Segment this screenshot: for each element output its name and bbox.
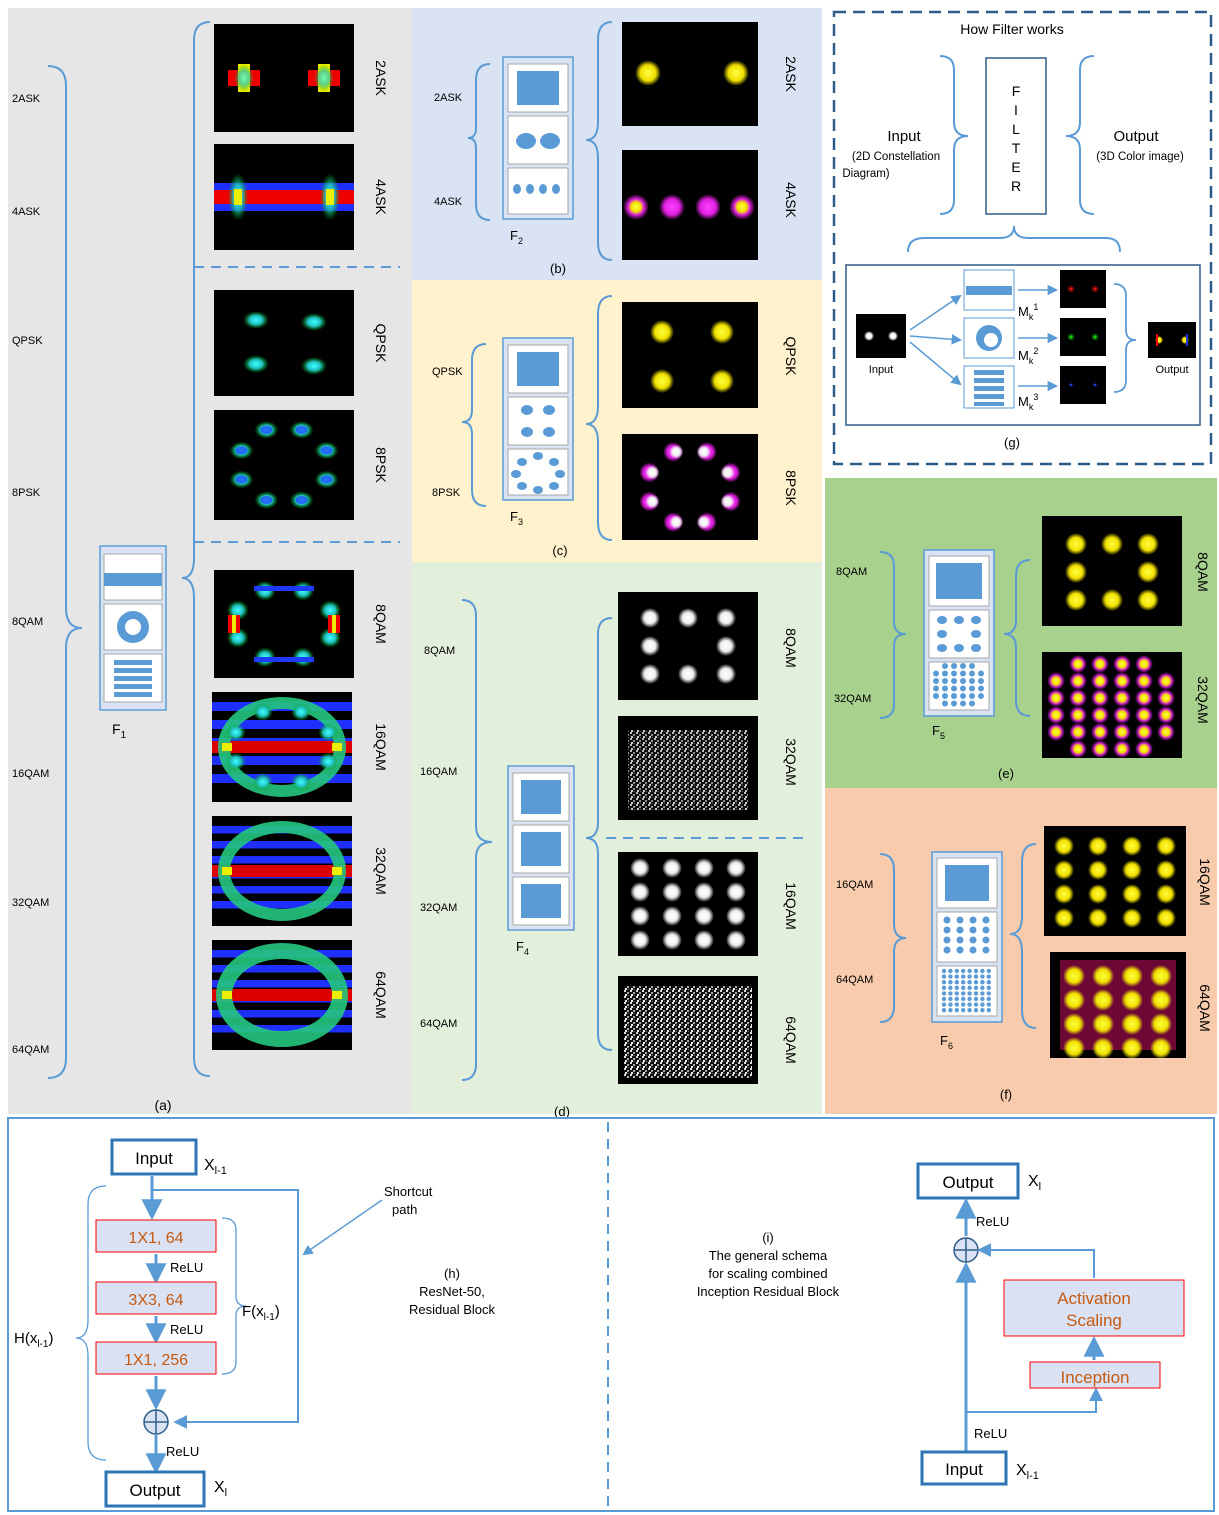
- svg-text:ReLU: ReLU: [166, 1444, 199, 1459]
- svg-text:1X1, 256: 1X1, 256: [124, 1352, 188, 1369]
- panel-a-mod-5: 16QAM: [12, 768, 49, 780]
- svg-text:path: path: [392, 1202, 417, 1217]
- svg-text:Input: Input: [945, 1460, 983, 1479]
- panel-c-imglabel-1: 8PSK: [783, 470, 799, 506]
- panel-a-imglabel-1: 4ASK: [373, 179, 389, 215]
- panel-a-imglabel-0: 2ASK: [373, 60, 389, 96]
- panel-a-imglabel-7: 64QAM: [373, 971, 389, 1018]
- svg-text:Diagram): Diagram): [842, 168, 889, 180]
- panel-b-imglabel-0: 2ASK: [783, 56, 799, 92]
- panel-g-title: How Filter works: [960, 21, 1063, 37]
- svg-text:1X1, 64: 1X1, 64: [128, 1230, 183, 1247]
- panel-f-mod-0: 16QAM: [836, 879, 873, 891]
- panel-a-mod-6: 32QAM: [12, 897, 49, 909]
- svg-text:ReLU: ReLU: [976, 1214, 1009, 1229]
- svg-text:Output: Output: [1155, 364, 1188, 376]
- panel-b-mod-0: 2ASK: [434, 92, 463, 104]
- panel-g-output-label: Output: [1113, 128, 1159, 145]
- panel-b-mod-1: 4ASK: [434, 196, 463, 208]
- panel-g-caption: (g): [1004, 435, 1020, 450]
- panel-g-input-label: Input: [887, 128, 921, 145]
- panel-a-mod-1: 4ASK: [12, 206, 41, 218]
- panel-e-mod-1: 32QAM: [834, 693, 871, 705]
- filter-letter-2: L: [1012, 121, 1020, 137]
- panel-f-imglabel-0: 16QAM: [1197, 858, 1213, 905]
- panel-b-imglabel-1: 4ASK: [783, 182, 799, 218]
- panel-a-imglabel-4: 8QAM: [373, 604, 389, 644]
- panel-f-imglabel-1: 64QAM: [1197, 984, 1213, 1031]
- svg-text:Inception Residual Block: Inception Residual Block: [697, 1284, 840, 1299]
- svg-text:Output: Output: [942, 1173, 993, 1192]
- svg-text:Inception: Inception: [1061, 1368, 1130, 1387]
- svg-text:ReLU: ReLU: [170, 1322, 203, 1337]
- panel-a-mod-0: 2ASK: [12, 93, 41, 105]
- panel-a-imglabel-2: QPSK: [373, 324, 389, 364]
- svg-text:Input: Input: [135, 1149, 173, 1168]
- panel-c-bg: [412, 280, 822, 562]
- panel-b-bg: [412, 8, 822, 280]
- panel-c-imglabel-0: QPSK: [783, 337, 799, 377]
- panel-d-mod-0: 8QAM: [424, 645, 455, 657]
- svg-text:for scaling combined: for scaling combined: [708, 1266, 827, 1281]
- panel-c-caption: (c): [552, 543, 567, 558]
- svg-text:ResNet-50,: ResNet-50,: [419, 1284, 485, 1299]
- panel-e-caption: (e): [998, 766, 1014, 781]
- panel-d-imglabel-3: 64QAM: [783, 1016, 799, 1063]
- panel-d-imglabel-0: 8QAM: [783, 628, 799, 668]
- panel-c-mod-0: QPSK: [432, 366, 463, 378]
- panel-d-caption: (d): [554, 1104, 570, 1119]
- svg-text:Output: Output: [129, 1481, 180, 1500]
- panel-a-mod-4: 8QAM: [12, 616, 43, 628]
- panel-a-caption: (a): [154, 1097, 171, 1113]
- svg-text:Scaling: Scaling: [1066, 1311, 1122, 1330]
- svg-text:3X3, 64: 3X3, 64: [128, 1292, 183, 1309]
- panel-c-mod-1: 8PSK: [432, 487, 461, 499]
- panel-b-caption: (b): [550, 261, 566, 276]
- svg-text:(3D Color image): (3D Color image): [1096, 151, 1184, 163]
- panel-a-img-2: [214, 290, 354, 396]
- filter-letter-1: I: [1014, 102, 1018, 118]
- panel-a-imglabel-5: 16QAM: [373, 723, 389, 770]
- filter-letter-0: F: [1012, 83, 1021, 99]
- panel-f-mod-1: 64QAM: [836, 974, 873, 986]
- panel-a-img-3: [214, 410, 354, 520]
- panel-d-imglabel-2: 16QAM: [783, 882, 799, 929]
- panel-d-mod-2: 32QAM: [420, 902, 457, 914]
- panel-f-caption: (f): [1000, 1087, 1012, 1102]
- panel-a-mod-2: QPSK: [12, 335, 43, 347]
- svg-text:Activation: Activation: [1057, 1289, 1131, 1308]
- panel-e-imglabel-0: 8QAM: [1195, 552, 1211, 592]
- svg-text:The general schema: The general schema: [709, 1248, 828, 1263]
- filter-letter-5: R: [1011, 178, 1021, 194]
- filter-letter-4: E: [1011, 159, 1020, 175]
- panel-a-imglabel-3: 8PSK: [373, 447, 389, 483]
- svg-text:Residual Block: Residual Block: [409, 1302, 495, 1317]
- filter-letter-3: T: [1012, 140, 1021, 156]
- panel-h-caption: (h): [444, 1266, 460, 1281]
- svg-text:ReLU: ReLU: [974, 1426, 1007, 1441]
- panel-e-mod-0: 8QAM: [836, 566, 867, 578]
- panel-a-mod-3: 8PSK: [12, 487, 41, 499]
- panel-a-imglabel-6: 32QAM: [373, 847, 389, 894]
- panel-g: How Filter works Input (2D Constellation…: [834, 12, 1211, 464]
- panel-a-mod-7: 64QAM: [12, 1044, 49, 1056]
- svg-text:ReLU: ReLU: [170, 1260, 203, 1275]
- svg-text:(2D Constellation: (2D Constellation: [852, 151, 940, 163]
- svg-text:Shortcut: Shortcut: [384, 1184, 433, 1199]
- panel-d-mod-1: 16QAM: [420, 766, 457, 778]
- panel-i-caption: (i): [762, 1230, 774, 1245]
- svg-text:Input: Input: [869, 364, 893, 376]
- panel-e-imglabel-1: 32QAM: [1195, 676, 1211, 723]
- panel-d-imglabel-1: 32QAM: [783, 738, 799, 785]
- panel-d-mod-3: 64QAM: [420, 1018, 457, 1030]
